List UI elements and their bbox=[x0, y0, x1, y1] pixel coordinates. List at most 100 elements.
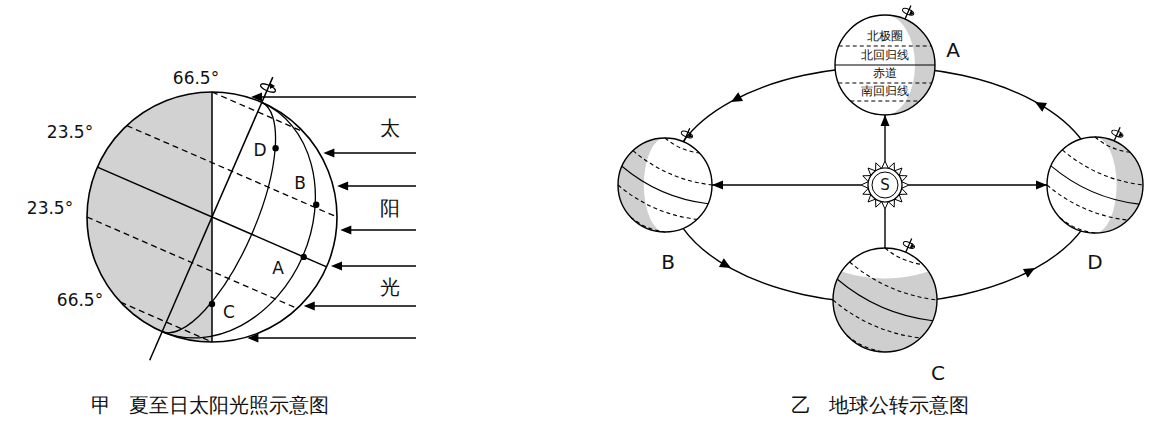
globe-ground bbox=[1047, 137, 1143, 233]
globe-outline bbox=[1047, 137, 1143, 233]
latitude-line bbox=[838, 82, 931, 83]
arrowhead bbox=[323, 149, 334, 158]
latitude-value: 66.5° bbox=[173, 69, 219, 88]
latitude-line bbox=[850, 100, 919, 101]
rotation-mark bbox=[259, 82, 276, 94]
sunlight-arrow bbox=[260, 96, 416, 97]
rotation-arrowhead bbox=[270, 83, 275, 89]
point-letter: C bbox=[223, 303, 235, 322]
point-letter: B bbox=[294, 174, 306, 193]
node-shape bbox=[833, 248, 937, 352]
earth-node: D bbox=[1047, 137, 1143, 233]
sunlight-arrow bbox=[313, 305, 416, 306]
earth-axis bbox=[150, 77, 273, 360]
earth-globe bbox=[604, 109, 733, 245]
connector-line bbox=[884, 209, 885, 248]
figure-caption: 乙 地球公转示意图 bbox=[791, 394, 969, 416]
rotation-arrowhead bbox=[910, 243, 916, 250]
rotation-mark bbox=[680, 130, 693, 139]
rotation-arrowhead bbox=[688, 133, 694, 140]
rotation-arrowhead bbox=[909, 10, 915, 17]
latitude-line bbox=[1060, 150, 1143, 191]
latitude-line bbox=[847, 262, 937, 307]
node-shape bbox=[1047, 137, 1143, 233]
latitude-value: 23.5° bbox=[27, 199, 73, 218]
arrowhead bbox=[251, 93, 262, 102]
latitude-line bbox=[834, 279, 932, 328]
earth-globe bbox=[817, 218, 959, 367]
sun-outline bbox=[868, 168, 902, 202]
orbit-arrowhead bbox=[1023, 264, 1037, 278]
latitude-line bbox=[835, 64, 935, 65]
summer-solstice-globe bbox=[87, 77, 337, 360]
latitude-name: 赤道 bbox=[873, 67, 897, 80]
sunlight-char: 阳 bbox=[380, 197, 400, 219]
globe-outline bbox=[618, 138, 712, 232]
tilted-lines bbox=[604, 109, 733, 245]
position-letter: D bbox=[1087, 251, 1102, 273]
position-letter: A bbox=[946, 39, 960, 61]
globe-ground bbox=[618, 138, 712, 232]
sunlight-arrow bbox=[332, 152, 416, 153]
sunlight-char: 太 bbox=[380, 117, 400, 139]
meridian-arc bbox=[162, 102, 315, 338]
earth-node: A北极圈北回归线赤道南回归线 bbox=[835, 15, 935, 115]
sun-ray bbox=[902, 182, 909, 189]
figure-caption: 甲 夏至日太阳光照示意图 bbox=[91, 394, 329, 416]
earth-globe bbox=[835, 3, 935, 115]
earth-node: B bbox=[618, 138, 712, 232]
arrowhead bbox=[337, 182, 348, 191]
arrowhead bbox=[712, 181, 723, 190]
sun-earth-arrow bbox=[909, 181, 1047, 190]
arrowhead bbox=[304, 302, 315, 311]
sun-earth-arrow bbox=[881, 115, 890, 161]
latitude-line bbox=[839, 45, 931, 46]
point-dot bbox=[209, 301, 215, 307]
connector-line bbox=[712, 184, 861, 185]
rotation-arrowhead bbox=[1118, 132, 1124, 139]
sun-ray bbox=[882, 202, 889, 209]
position-letter: C bbox=[931, 362, 945, 384]
sun-letter: S bbox=[880, 177, 890, 194]
latitude-line bbox=[630, 151, 712, 191]
earth-axis bbox=[1114, 127, 1120, 141]
rotation-mark bbox=[902, 7, 915, 16]
latitude-name: 北极圈 bbox=[867, 30, 903, 43]
night-side bbox=[833, 271, 937, 352]
latitude-line bbox=[1044, 185, 1127, 226]
point-letter: A bbox=[272, 259, 284, 278]
arrowhead bbox=[247, 334, 258, 343]
sunlight-arrow bbox=[340, 265, 416, 266]
latitude-line bbox=[1048, 166, 1139, 211]
night-side bbox=[87, 92, 212, 342]
globe-outline bbox=[835, 15, 935, 115]
sunlight-arrows bbox=[247, 93, 416, 343]
sunlight-arrow bbox=[349, 229, 416, 230]
point-dot bbox=[301, 254, 307, 260]
point-dot bbox=[272, 145, 278, 151]
earth-globe bbox=[1032, 108, 1156, 247]
tilted-lines bbox=[899, 3, 916, 22]
latitude-name: 北回归线 bbox=[861, 49, 909, 62]
arrowhead bbox=[1036, 181, 1047, 190]
tilted-lines bbox=[1032, 108, 1156, 247]
sunlight-char: 光 bbox=[380, 276, 400, 298]
earth-axis bbox=[684, 128, 690, 142]
tilted-lines bbox=[817, 218, 959, 367]
night-side bbox=[618, 138, 665, 232]
sun-symbol bbox=[861, 161, 909, 209]
globe-outline bbox=[833, 248, 937, 352]
sun-inner bbox=[872, 172, 898, 198]
arrowhead bbox=[331, 262, 342, 271]
meridian-arc bbox=[162, 102, 275, 332]
latitude-line bbox=[830, 300, 920, 345]
orbit-arrowhead bbox=[729, 92, 743, 106]
sun-ray bbox=[861, 182, 868, 189]
globe-ground bbox=[833, 248, 937, 352]
earth-axis bbox=[906, 239, 912, 253]
arrowhead bbox=[881, 115, 890, 126]
rotation-mark bbox=[902, 240, 915, 249]
